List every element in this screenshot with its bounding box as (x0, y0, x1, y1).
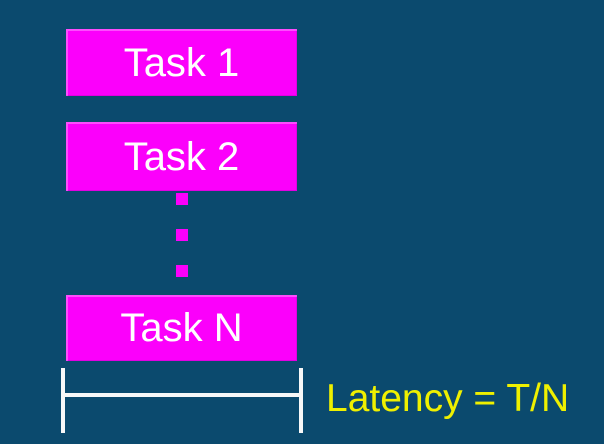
task-1-label: Task 1 (123, 40, 240, 85)
task-n-label: Task N (120, 306, 243, 350)
ellipsis-dot (176, 265, 188, 277)
vertical-ellipsis (176, 193, 188, 277)
bracket-right-tick (299, 368, 303, 433)
task-box-2: Task 2 (66, 122, 297, 191)
bracket-line (63, 393, 301, 397)
task-2-label: Task 2 (123, 134, 240, 179)
ellipsis-dot (176, 193, 188, 205)
bracket-left-tick (61, 368, 65, 433)
ellipsis-dot (176, 229, 188, 241)
task-box-n: Task N (66, 295, 297, 361)
task-box-1: Task 1 (66, 29, 297, 96)
latency-label: Latency = T/N (326, 377, 570, 420)
latency-bracket (61, 368, 303, 433)
